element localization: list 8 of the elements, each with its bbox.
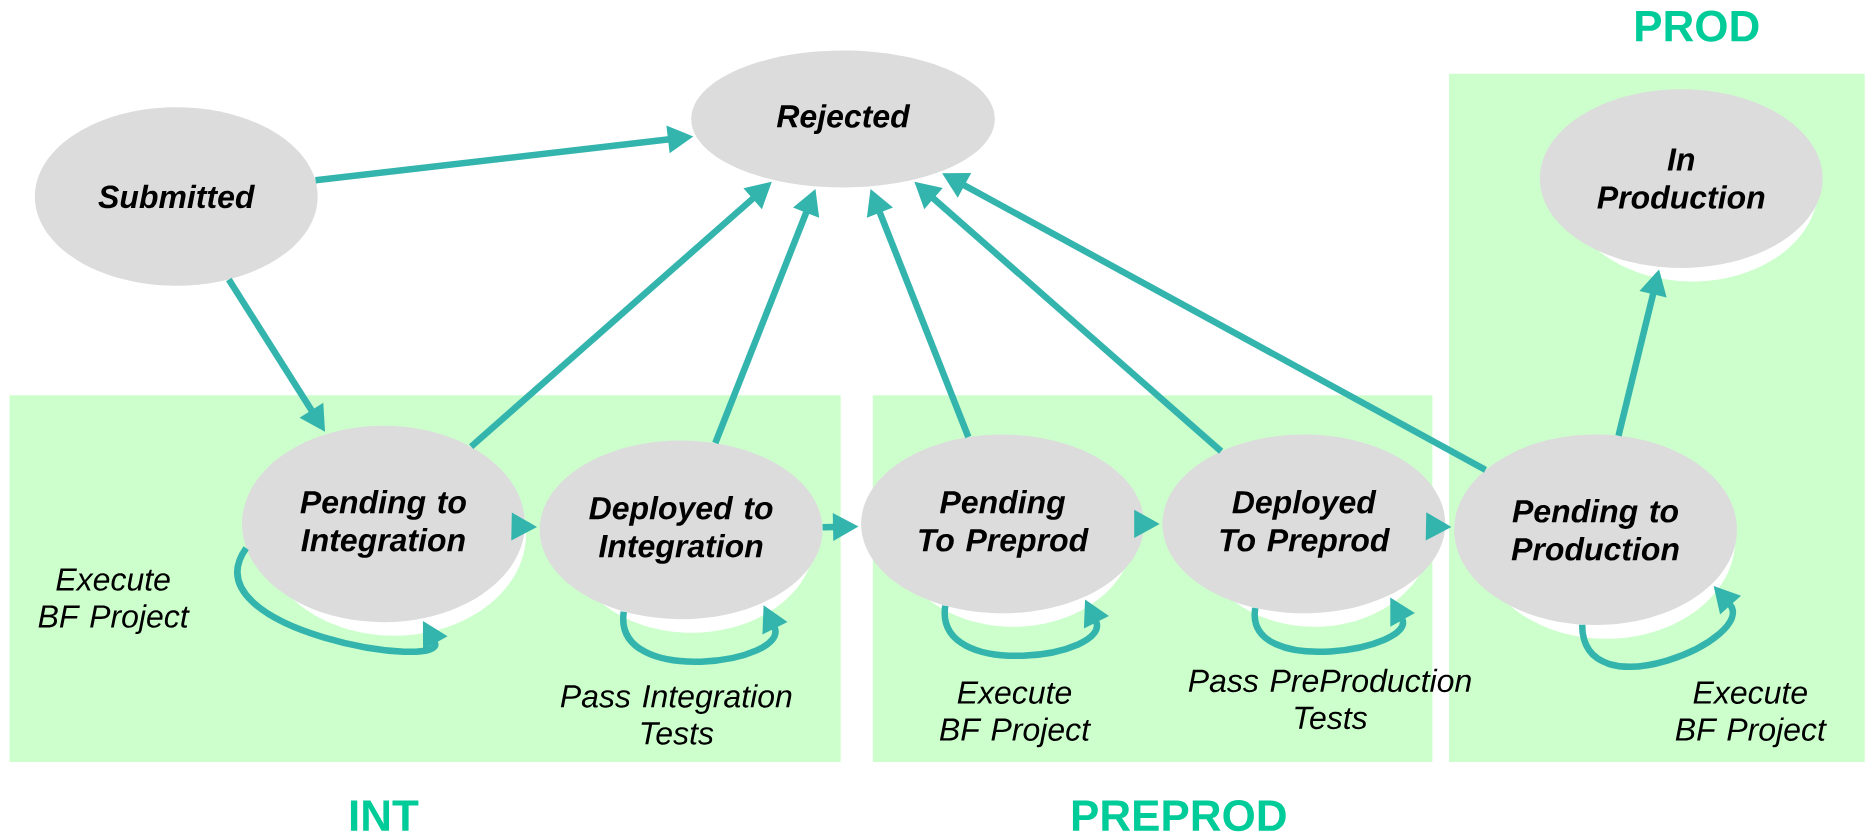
band-title: PROD [1636, 10, 1759, 42]
edge-label: Pass PreProduction Tests [1188, 668, 1471, 729]
edge-label: Pass Integration Tests [560, 683, 792, 745]
band-title: INT [350, 800, 419, 831]
edge-label: Execute BF Project [38, 568, 190, 634]
edge-label: Execute BF Project [1675, 681, 1827, 747]
band-title: PREPROD [1072, 799, 1286, 831]
edge-label: Execute BF Project [939, 681, 1092, 747]
